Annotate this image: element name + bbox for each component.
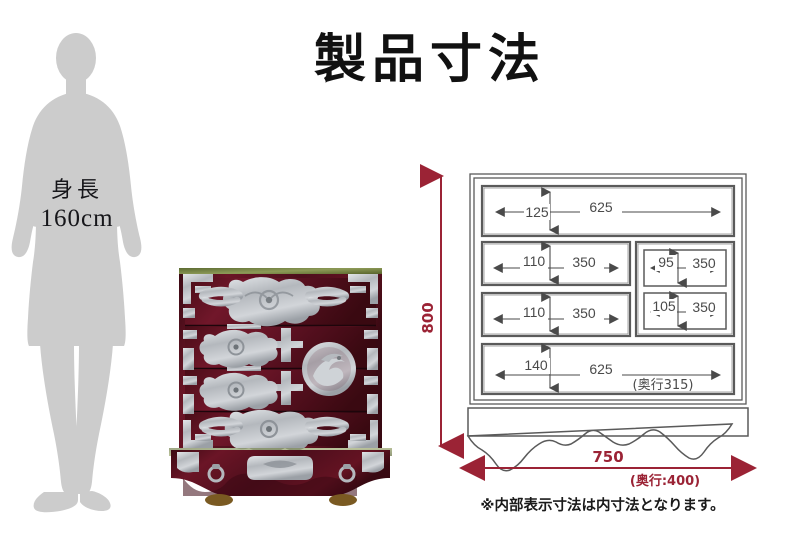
compartment-top-drawer: 625 125 bbox=[480, 184, 736, 238]
dimension-third-right-height: 105 bbox=[652, 298, 676, 314]
dimension-second-left-height: 110 bbox=[523, 253, 546, 269]
overall-height-dimension: 800 bbox=[420, 163, 464, 459]
page-title: 製品寸法 bbox=[313, 29, 546, 90]
dimension-overall-height: 800 bbox=[420, 302, 437, 333]
dimension-second-right-height: 95 bbox=[658, 254, 674, 270]
compartment-third-right-drawer: 350 105 bbox=[643, 291, 727, 331]
corner-bracket-metalwork bbox=[183, 274, 378, 448]
human-figure-shape bbox=[11, 33, 142, 513]
dimension-overall-width: 750 bbox=[592, 448, 623, 466]
dimension-overall-depth: (奥行:400) bbox=[630, 473, 700, 489]
ornate-plate-mid-lower bbox=[199, 372, 278, 411]
compartment-second-right-drawer: 350 95 bbox=[643, 248, 727, 288]
dimension-top-drawer-width: 625 bbox=[589, 199, 613, 215]
compartment-third-left-drawer: 350 110 bbox=[480, 291, 632, 338]
ornate-plate-mid-upper bbox=[199, 329, 278, 368]
height-label: 身長 160cm bbox=[22, 178, 132, 233]
dimension-second-left-width: 350 bbox=[572, 254, 596, 270]
dimension-third-right-width: 350 bbox=[692, 299, 716, 315]
dimension-bottom-drawer-height: 140 bbox=[524, 357, 548, 373]
drawer-pull bbox=[198, 286, 350, 437]
dimension-bottom-drawer-width: 625 bbox=[589, 361, 613, 377]
compartment-bottom-drawer: 625 140 (奥行315) bbox=[480, 342, 736, 396]
dimension-bottom-drawer-depth: (奥行315) bbox=[633, 378, 694, 393]
height-label-line1: 身長 bbox=[50, 178, 103, 203]
dimension-top-drawer-height: 125 bbox=[525, 204, 549, 220]
dimension-third-left-width: 350 bbox=[572, 305, 596, 321]
compartment-second-left-drawer: 350 110 bbox=[480, 240, 632, 287]
technical-dimension-drawing: 800 625 125 350 110 bbox=[420, 160, 780, 520]
dimension-second-right-width: 350 bbox=[692, 255, 716, 271]
cabinet-outer-frame bbox=[469, 173, 747, 405]
footnote-note: ※内部表示寸法は内寸法となります。 bbox=[480, 498, 725, 514]
ornate-plate-bottom bbox=[224, 409, 319, 453]
right-compartment-group bbox=[634, 240, 736, 338]
chest-body bbox=[179, 268, 382, 453]
height-label-line2: 160cm bbox=[40, 204, 114, 232]
dimension-third-left-height: 110 bbox=[523, 304, 546, 320]
circular-medallion bbox=[302, 342, 356, 396]
chest-base bbox=[169, 448, 392, 506]
overall-width-dimension: 750 (奥行:400) bbox=[459, 448, 757, 489]
human-silhouette bbox=[0, 26, 152, 518]
product-photo-chest bbox=[163, 252, 398, 507]
